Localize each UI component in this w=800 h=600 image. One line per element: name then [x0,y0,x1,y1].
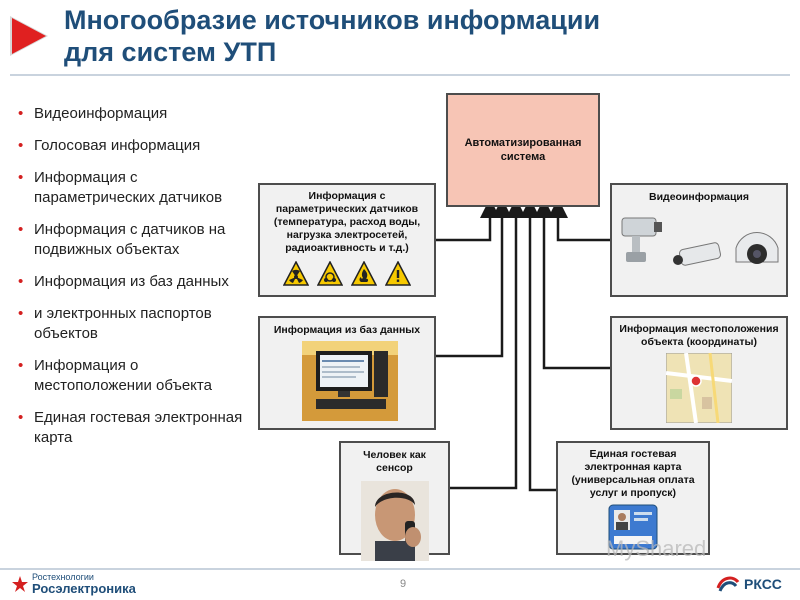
guest-card-box: Единая гостевая электронная карта (униве… [556,441,710,555]
bullet-item: Информация о местоположении объекта [18,356,250,396]
page-title-line-2: для систем УТП [64,37,277,67]
video-info-box: Видеоинформация [610,183,788,297]
video-info-label: Видеоинформация [649,191,749,203]
bullet-list: Видеоинформация Голосовая информация Инф… [18,104,250,460]
wire-card [520,198,556,492]
bullet-item: и электронных паспортов объектов [18,304,250,344]
rostec-logo-line-1: Ростехнологии [32,572,94,582]
parametric-sensors-box: Информация с параметрических датчиков (т… [258,183,436,297]
database-info-box: Информация из баз данных [258,316,436,430]
human-sensor-label: Человек как сенсор [363,449,426,474]
bullet-item: Информация с датчиков на подвижных объек… [18,220,250,260]
rkss-logo-text: РКСС [744,576,782,592]
rostec-logo: Ростехнологии Росэлектроника [12,572,136,596]
wire-human [450,198,526,490]
footer-divider [0,568,800,570]
person-on-phone-image [360,481,429,561]
bullet-item: Информация с параметрических датчиков [18,168,250,208]
guest-card-label: Единая гостевая электронная карта (униве… [571,448,695,499]
warning-icon [385,261,411,286]
automated-system-label: Автоматизированная система [464,137,582,163]
computer-image [302,341,398,421]
automated-system-box: Автоматизированная система [446,93,600,207]
map-image [666,353,732,423]
wire-location [534,198,610,370]
human-sensor-box: Человек как сенсор [339,441,450,561]
wire-sensors [436,198,500,242]
wire-database [436,198,512,358]
page-title: Многообразие источников информации для с… [64,4,784,68]
swoosh-logo-icon [716,576,740,592]
watermark-text: MyShared [606,536,707,561]
hazard-signs [266,261,428,287]
wire-video [548,198,610,242]
star-logo-icon [12,576,28,592]
bullet-item: Видеоинформация [18,104,250,124]
bullet-item: Единая гостевая электронная карта [18,408,250,448]
database-info-label: Информация из баз данных [273,324,421,336]
fire-hazard-icon [351,261,377,286]
parametric-sensors-label: Информация с параметрических датчиков (т… [273,190,421,254]
rostec-logo-line-2: Росэлектроника [32,581,136,596]
bullet-item: Голосовая информация [18,136,250,156]
location-info-box: Информация местоположения объекта (коорд… [610,316,788,430]
page-title-line-1: Многообразие источников информации [64,5,601,35]
location-info-label: Информация местоположения объекта (коорд… [619,323,779,348]
id-card-image [608,504,658,550]
gas-hazard-icon [317,261,343,286]
rkss-logo: РКСС [716,574,782,594]
security-cameras-image [621,217,779,266]
radiation-icon [283,261,309,286]
bullet-item: Информация из баз данных [18,272,250,292]
title-divider [10,74,790,76]
page-number: 9 [400,578,407,590]
title-arrow-icon [12,18,46,54]
